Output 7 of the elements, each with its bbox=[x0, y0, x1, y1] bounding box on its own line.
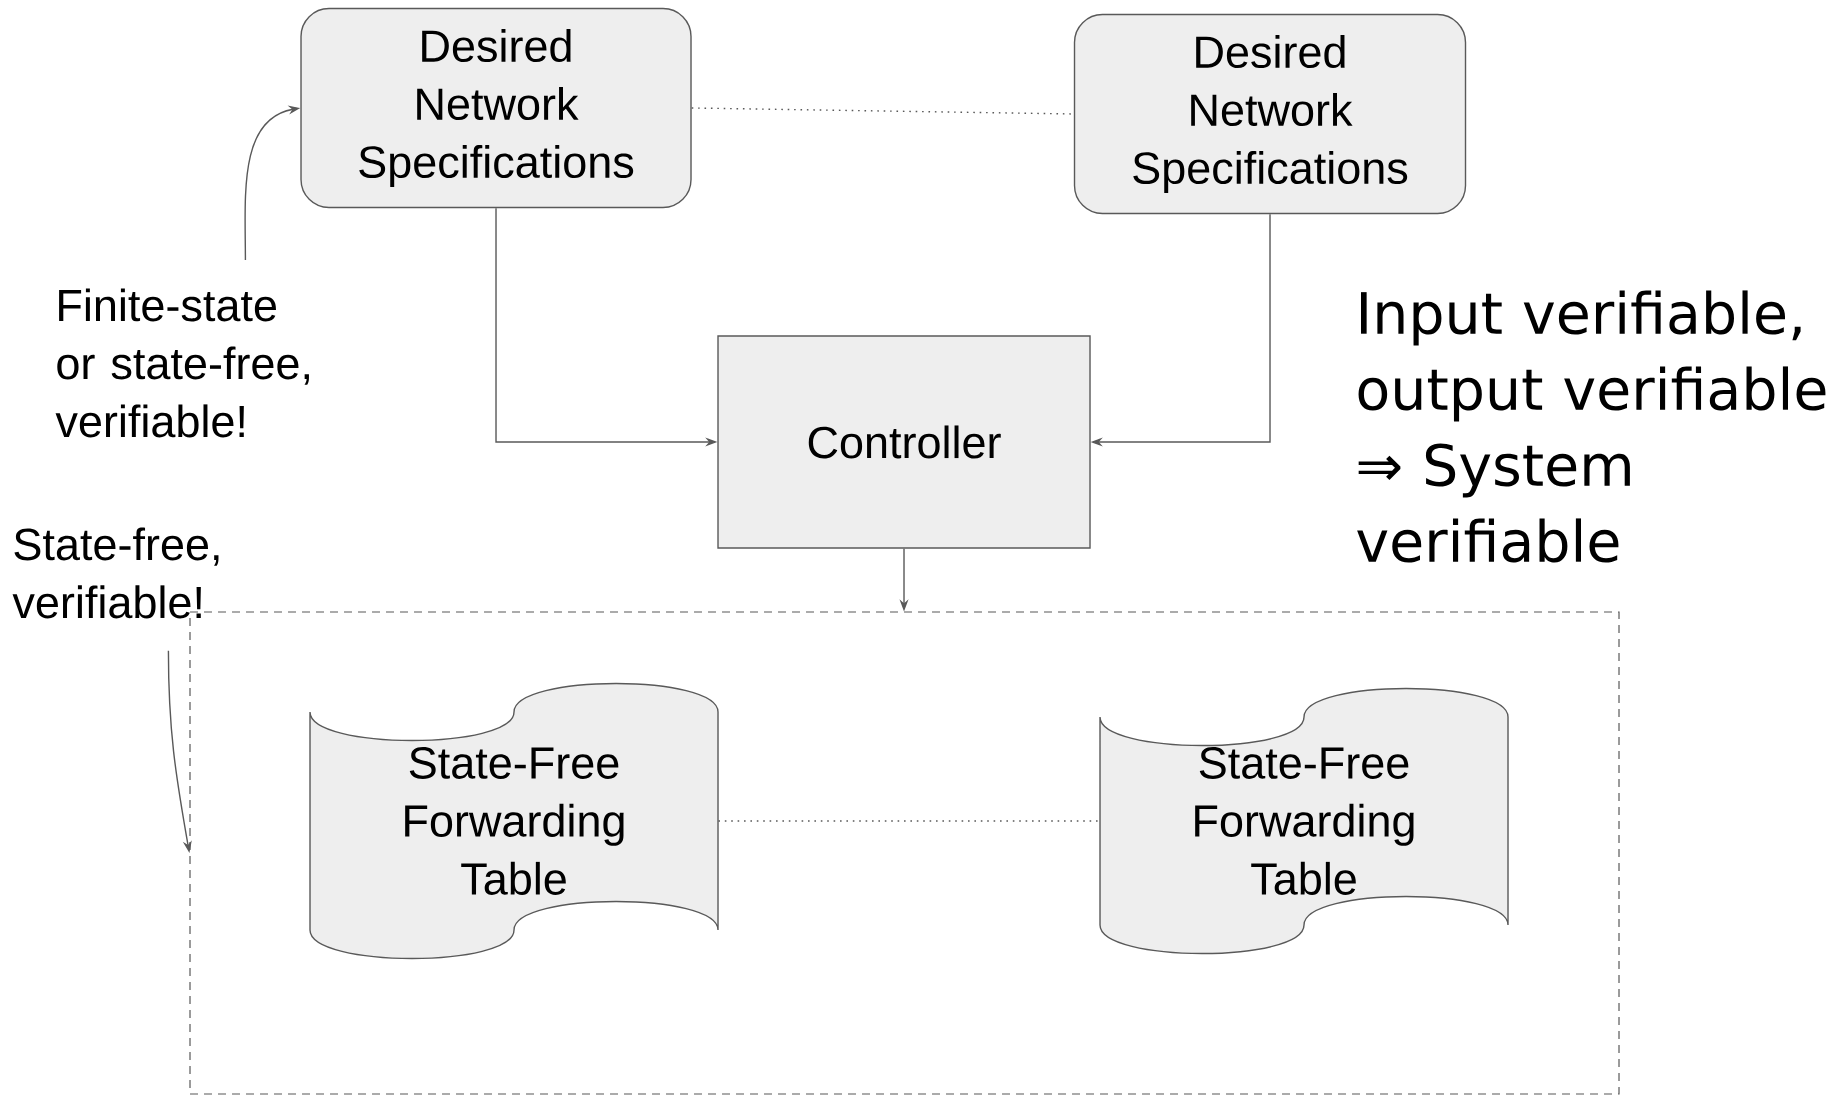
connector-line bbox=[717, 820, 1101, 822]
rounded-box: Desired Network Specifications bbox=[300, 7, 692, 209]
process-box: Controller bbox=[717, 335, 1091, 549]
annotation-text: Finite-state or state-free, verifiable! bbox=[55, 288, 309, 438]
annotation-text: State-free, verifiable! bbox=[12, 527, 219, 619]
rounded-box: Desired Network Specifications bbox=[1073, 13, 1467, 215]
note-text: Input verifiable, output verifiable ⇒ System verifiable bbox=[1357, 290, 1826, 563]
